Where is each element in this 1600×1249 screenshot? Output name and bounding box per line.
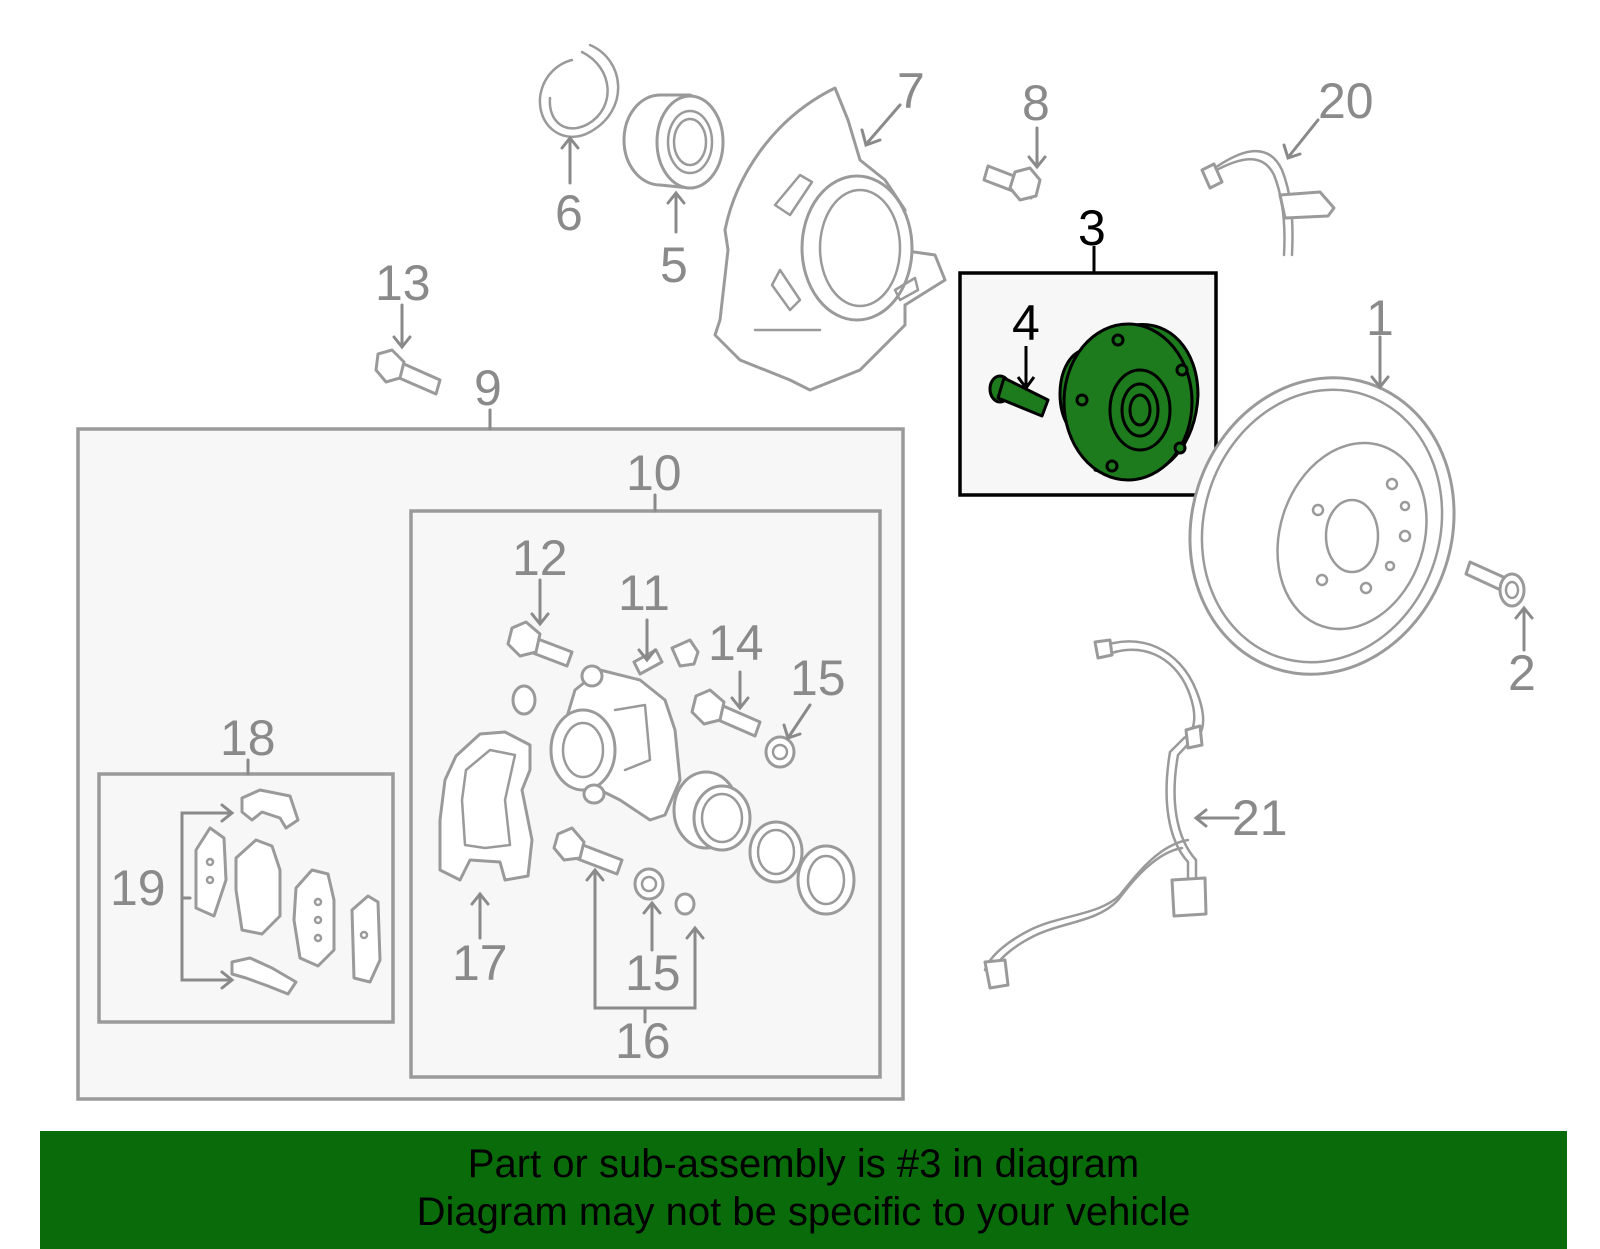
callout-18: 18 (220, 710, 276, 766)
callout-14: 14 (708, 615, 764, 671)
part-3-wheel-hub-highlighted (1058, 322, 1200, 482)
callout-10: 10 (626, 445, 682, 501)
part-20-sensor-wire (1200, 150, 1336, 257)
part-13-bolt (374, 348, 442, 396)
callout-20: 20 (1318, 73, 1374, 129)
part-2-screw (1464, 560, 1526, 608)
callout-21: 21 (1232, 790, 1288, 846)
part-11-guide-pin (632, 638, 700, 676)
part-15-bleeder-cap-upper (764, 735, 796, 769)
part-19-brake-pads (194, 826, 382, 984)
callout-11: 11 (618, 565, 670, 621)
part-15-bleeder-cap-lower (633, 867, 665, 901)
part-piston-seal (748, 820, 804, 884)
part-10-caliper-body (511, 664, 682, 822)
part-4-wheel-stud-highlighted (988, 374, 1050, 418)
callout-4: 4 (1012, 295, 1040, 351)
part-caliper-piston (672, 770, 752, 852)
callout-16: 16 (615, 1013, 671, 1069)
callout-6: 6 (555, 185, 583, 241)
callout-5: 5 (660, 237, 688, 293)
callout-1: 1 (1366, 290, 1394, 346)
part-17-caliper-bracket (438, 730, 534, 882)
part-dust-boot (796, 844, 856, 916)
part-16-guide-bolt (552, 826, 696, 916)
callout-19: 19 (110, 860, 166, 916)
callout-3: 3 (1078, 200, 1106, 256)
callout-8: 8 (1022, 75, 1050, 131)
callout-9: 9 (474, 360, 502, 416)
callout-labels: 6 5 7 8 20 3 13 4 1 9 10 12 11 2 14 15 1… (110, 63, 1536, 1069)
callout-15-lower: 15 (625, 945, 681, 1001)
banner-line-2: Diagram may not be specific to your vehi… (416, 1190, 1191, 1234)
callout-15-upper: 15 (790, 650, 846, 706)
part-7-dust-shield (713, 86, 947, 392)
part-5-wheel-bearing (622, 93, 725, 190)
part-14-bolt (690, 688, 762, 738)
part-18-pad-clips (230, 788, 300, 996)
part-12-bolt (506, 620, 574, 668)
callout-7: 7 (897, 63, 925, 119)
leader-lines (180, 103, 1534, 1024)
parts-diagram: 6 5 7 8 20 3 13 4 1 9 10 12 11 2 14 15 1… (76, 43, 1536, 1101)
banner-line-1: Part or sub-assembly is #3 in diagram (467, 1142, 1140, 1186)
callout-13: 13 (375, 255, 431, 311)
part-1-brake-rotor (1188, 376, 1456, 676)
info-banner: Part or sub-assembly is #3 in diagram Di… (40, 1131, 1567, 1249)
callout-12: 12 (512, 530, 568, 586)
callout-2: 2 (1508, 645, 1536, 701)
part-8-bolt (982, 164, 1042, 202)
callout-17: 17 (452, 935, 508, 991)
part-6-snap-ring (538, 43, 620, 138)
part-21-abs-sensor (983, 638, 1208, 990)
